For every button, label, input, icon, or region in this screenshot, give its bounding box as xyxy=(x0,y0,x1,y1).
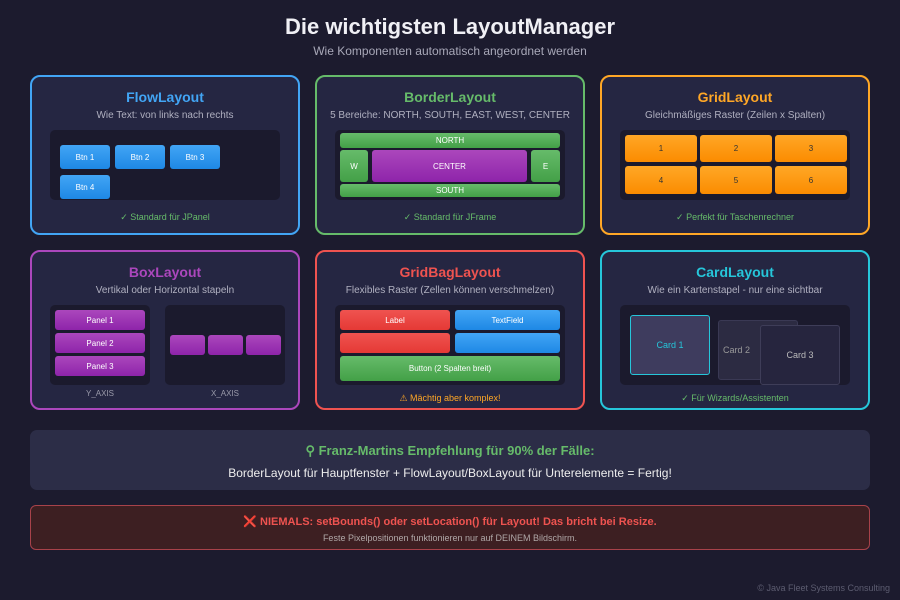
card-description: Gleichmäßiges Raster (Zeilen x Spalten) xyxy=(644,110,826,121)
card-title: BoxLayout xyxy=(128,264,202,280)
page-title: Die wichtigsten LayoutManager xyxy=(284,14,616,39)
demo-cell xyxy=(455,333,560,353)
border-demo: NORTH W CENTER E SOUTH xyxy=(335,130,565,200)
demo-cell xyxy=(340,333,450,353)
demo-panel: Panel 3 xyxy=(55,356,145,376)
cross-icon: ❌ xyxy=(243,516,257,528)
flow-demo: Btn 1 Btn 2 Btn 3 Btn 4 xyxy=(50,130,280,200)
warning-text: Feste Pixelpositionen funktionieren nur … xyxy=(322,533,578,543)
lightbulb-icon: ⚲ xyxy=(305,443,315,458)
demo-panel: Panel 2 xyxy=(55,333,145,353)
demo-card-1: Card 1 xyxy=(630,315,710,375)
card-demo: Card 1 Card 2 Card 3 xyxy=(620,305,850,385)
x-axis-label: X_AXIS xyxy=(210,389,239,398)
card-description: Vertikal oder Horizontal stapeln xyxy=(95,285,235,296)
card-footer: ✓ Standard für JPanel xyxy=(120,212,210,222)
card-title: FlowLayout xyxy=(126,89,204,105)
card-title: GridLayout xyxy=(697,89,773,105)
demo-label: Label xyxy=(340,310,450,330)
demo-button: Btn 2 xyxy=(115,145,165,169)
demo-textfield: TextField xyxy=(455,310,560,330)
demo-button: Btn 3 xyxy=(170,145,220,169)
grid-cell: 3 xyxy=(775,135,847,162)
gridlayout-card: GridLayout Gleichmäßiges Raster (Zeilen … xyxy=(600,75,870,235)
grid-cell: 1 xyxy=(625,135,697,162)
y-axis-label: Y_AXIS xyxy=(85,389,114,398)
card-title: BorderLayout xyxy=(404,89,496,105)
cardlayout-card: CardLayout Wie ein Kartenstapel - nur ei… xyxy=(600,250,870,410)
demo-panel xyxy=(208,335,243,355)
demo-panel xyxy=(246,335,281,355)
card-description: Flexibles Raster (Zellen können verschme… xyxy=(345,285,555,296)
card-footer: ✓ Für Wizards/Assistenten xyxy=(681,393,789,403)
card-title: CardLayout xyxy=(696,264,774,280)
grid-cell: 5 xyxy=(700,166,772,194)
y-axis-demo: Panel 1 Panel 2 Panel 3 xyxy=(50,305,150,385)
center-region: CENTER xyxy=(372,150,527,182)
warning-title: ❌ NIEMALS: setBounds() oder setLocation(… xyxy=(243,516,657,528)
warning-box: ❌ NIEMALS: setBounds() oder setLocation(… xyxy=(30,505,870,550)
demo-panel: Panel 1 xyxy=(55,310,145,330)
x-axis-demo xyxy=(165,305,285,385)
boxlayout-card: BoxLayout Vertikal oder Horizontal stape… xyxy=(30,250,300,410)
grid-cell: 4 xyxy=(625,166,697,194)
gridbaglayout-card: GridBagLayout Flexibles Raster (Zellen k… xyxy=(315,250,585,410)
copyright: © Java Fleet Systems Consulting xyxy=(757,583,890,593)
grid-cell: 2 xyxy=(700,135,772,162)
gridbag-demo: Label TextField Button (2 Spalten breit) xyxy=(335,305,565,385)
demo-button: Button (2 Spalten breit) xyxy=(340,356,560,381)
card-description: Wie Text: von links nach rechts xyxy=(96,110,234,121)
east-region: E xyxy=(531,150,560,182)
card-footer: ✓ Standard für JFrame xyxy=(403,212,497,222)
card-footer: ✓ Perfekt für Taschenrechner xyxy=(676,212,794,222)
demo-card-3: Card 3 xyxy=(760,325,840,385)
card-title: GridBagLayout xyxy=(399,264,501,280)
card-description: Wie ein Kartenstapel - nur eine sichtbar xyxy=(647,285,823,296)
recommendation-box: ⚲ Franz-Martins Empfehlung für 90% der F… xyxy=(30,430,870,490)
demo-panel xyxy=(170,335,205,355)
grid-cell: 6 xyxy=(775,166,847,194)
grid-demo: 1 2 3 4 5 6 xyxy=(620,130,850,200)
demo-button: Btn 4 xyxy=(60,175,110,199)
demo-button: Btn 1 xyxy=(60,145,110,169)
page-subtitle: Wie Komponenten automatisch angeordnet w… xyxy=(313,44,587,58)
card-footer: ⚠ Mächtig aber komplex! xyxy=(399,393,501,403)
card-description: 5 Bereiche: NORTH, SOUTH, EAST, WEST, CE… xyxy=(330,110,570,121)
west-region: W xyxy=(340,150,368,182)
south-region: SOUTH xyxy=(340,184,560,197)
recommendation-text: BorderLayout für Hauptfenster + FlowLayo… xyxy=(228,466,672,480)
north-region: NORTH xyxy=(340,133,560,148)
flowlayout-card: FlowLayout Wie Text: von links nach rech… xyxy=(30,75,300,235)
recommendation-title: ⚲ Franz-Martins Empfehlung für 90% der F… xyxy=(305,443,595,458)
borderlayout-card: BorderLayout 5 Bereiche: NORTH, SOUTH, E… xyxy=(315,75,585,235)
